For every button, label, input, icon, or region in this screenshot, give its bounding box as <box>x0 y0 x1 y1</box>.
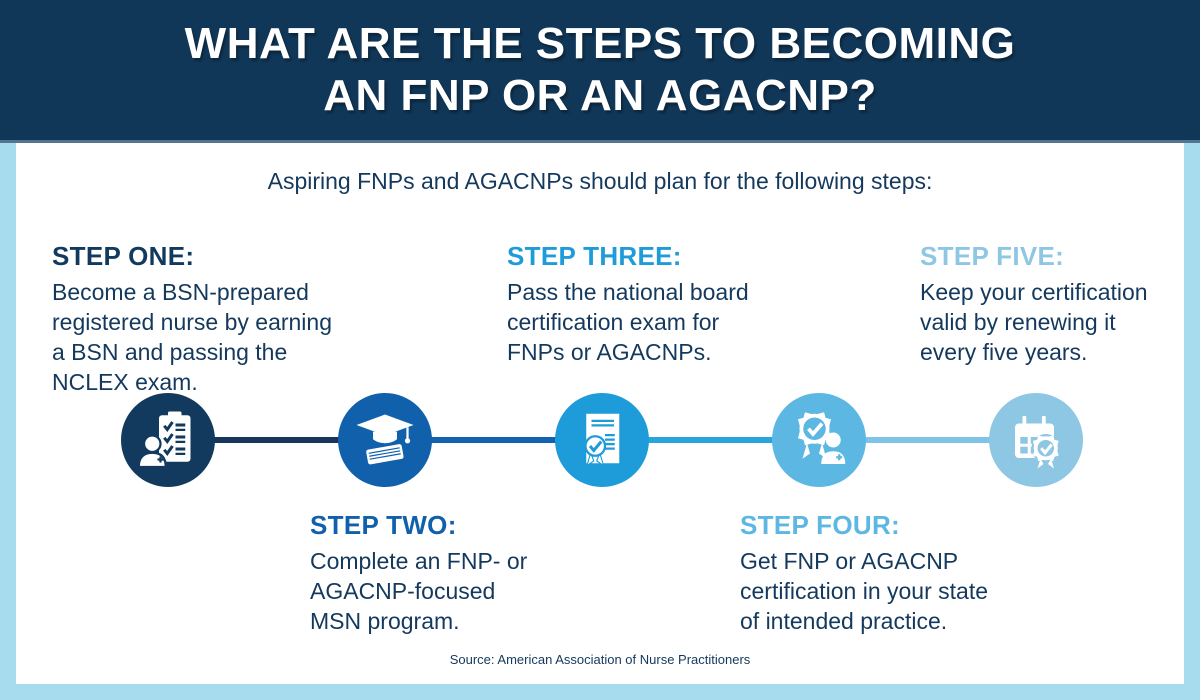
step-three-node <box>555 393 649 487</box>
step-five-heading: STEP FIVE: <box>920 241 1065 271</box>
nurse-checklist-icon <box>137 411 191 469</box>
calendar-badge-icon <box>1015 414 1060 469</box>
step-two-block: STEP TWO: Complete an FNP- or AGACNP-foc… <box>310 510 600 636</box>
step-five-node <box>989 393 1083 487</box>
step-one-node <box>121 393 215 487</box>
step-one-description: Become a BSN-prepared registered nurse b… <box>52 279 332 395</box>
step-four-heading: STEP FOUR: <box>740 510 900 540</box>
page-title-line-2: AN FNP OR AN AGACNP? <box>323 71 877 120</box>
frame-border-bottom <box>0 684 1200 700</box>
step-five-block: STEP FIVE: Keep your certification valid… <box>920 241 1175 367</box>
header-banner: WHAT ARE THE STEPS TO BECOMING AN FNP OR… <box>0 0 1200 143</box>
page-title-line-1: WHAT ARE THE STEPS TO BECOMING <box>184 19 1016 68</box>
step-three-description: Pass the national board certification ex… <box>507 279 749 365</box>
frame-border-left <box>0 143 16 700</box>
step-four-node <box>772 393 866 487</box>
step-one-heading: STEP ONE: <box>52 241 195 271</box>
step-two-description: Complete an FNP- or AGACNP-focused MSN p… <box>310 548 528 634</box>
step-four-block: STEP FOUR: Get FNP or AGACNP certificati… <box>740 510 1050 636</box>
subtitle: Aspiring FNPs and AGACNPs should plan fo… <box>267 168 933 194</box>
timeline-segment-3 <box>602 437 819 443</box>
step-one-block: STEP ONE: Become a BSN-prepared register… <box>52 241 362 397</box>
timeline-segment-2 <box>385 437 602 443</box>
timeline-segment-4 <box>819 437 1036 443</box>
source-attribution: Source: American Association of Nurse Pr… <box>449 652 751 667</box>
step-two-heading: STEP TWO: <box>310 510 457 540</box>
step-three-block: STEP THREE: Pass the national board cert… <box>507 241 797 367</box>
frame-border-right <box>1184 143 1200 700</box>
timeline-segment-1 <box>168 437 385 443</box>
step-five-description: Keep your certification valid by renewin… <box>920 279 1148 365</box>
award-badge-person-icon <box>797 412 846 464</box>
step-three-heading: STEP THREE: <box>507 241 682 271</box>
certificate-ribbon-icon <box>584 413 620 467</box>
step-two-node <box>338 393 432 487</box>
step-four-description: Get FNP or AGACNP certification in your … <box>740 548 989 634</box>
graduation-cap-book-icon <box>356 414 414 465</box>
